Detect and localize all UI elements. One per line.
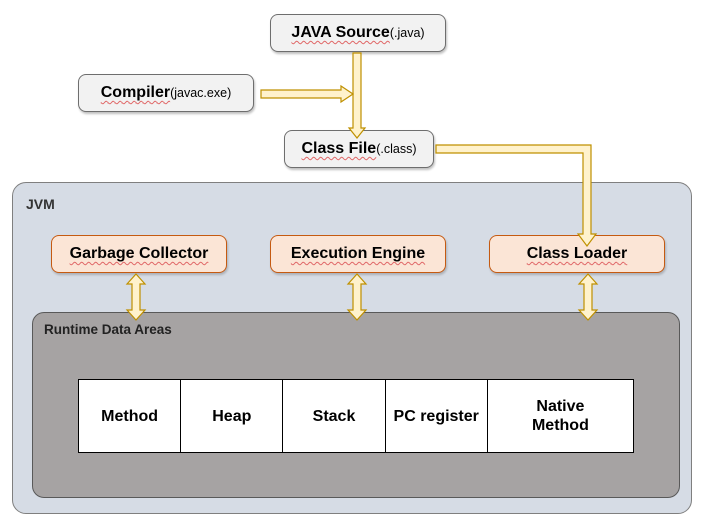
area-native-method: Native Method: [531, 398, 589, 434]
area-stack: Stack: [283, 380, 386, 452]
area-pc-register: PC register: [386, 380, 488, 452]
gc-runtime-arrow: [125, 273, 147, 321]
execution-engine-box: Execution Engine: [270, 235, 446, 273]
compiler-label: Compiler: [100, 84, 171, 101]
class-file-ext: (.class): [376, 142, 417, 156]
class-loader-box: Class Loader: [489, 235, 665, 273]
compiler-box: Compiler(javac.exe): [78, 74, 254, 112]
execution-engine-label: Execution Engine: [290, 245, 426, 262]
class-loader-label: Class Loader: [526, 245, 628, 262]
garbage-collector-label: Garbage Collector: [69, 245, 209, 262]
java-source-ext: (.java): [389, 26, 425, 40]
compiler-to-source-arrow: [260, 84, 355, 104]
source-to-classfile-arrow: [347, 52, 367, 139]
area-method: Method: [79, 380, 182, 452]
class-file-label: Class File: [301, 140, 377, 157]
java-source-label: JAVA Source: [291, 24, 390, 41]
garbage-collector-box: Garbage Collector: [51, 235, 227, 273]
loader-runtime-arrow: [577, 273, 599, 321]
engine-runtime-arrow: [346, 273, 368, 321]
area-heap: Heap: [181, 380, 284, 452]
java-source-box: JAVA Source(.java): [270, 14, 446, 52]
runtime-data-areas-label: Runtime Data Areas: [44, 322, 172, 337]
jvm-label: JVM: [26, 196, 55, 212]
memory-areas-table: Method Heap Stack PC register Native Met…: [78, 379, 634, 453]
classfile-to-classloader-arrow: [435, 144, 598, 247]
compiler-ext: (javac.exe): [170, 86, 232, 100]
